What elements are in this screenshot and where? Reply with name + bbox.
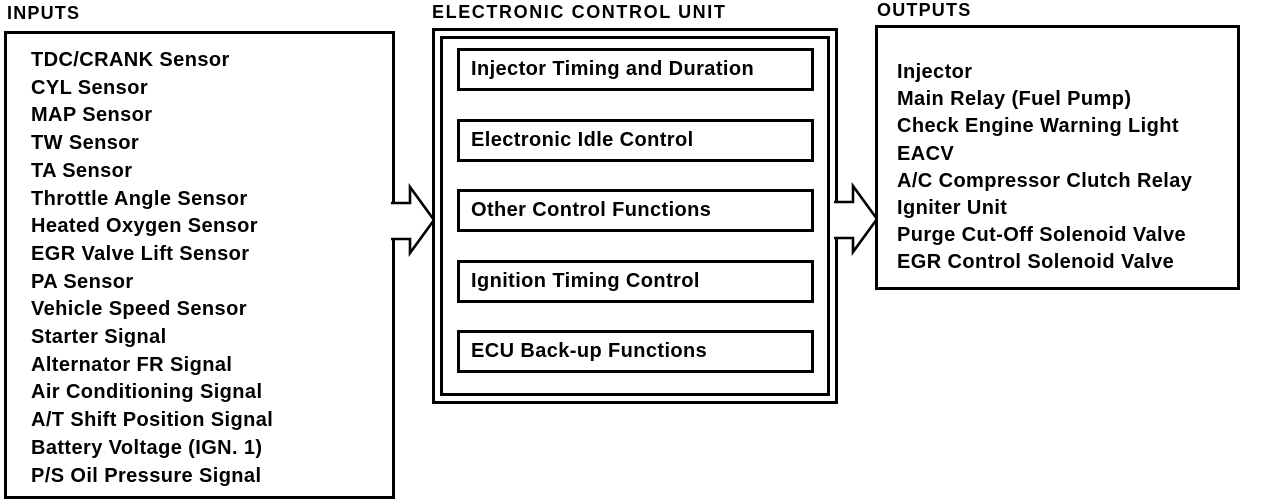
ecu-function-label: Electronic Idle Control <box>471 128 694 151</box>
input-item: Battery Voltage (IGN. 1) <box>31 436 263 459</box>
input-item: TA Sensor <box>31 159 133 182</box>
ecu-function-label: Ignition Timing Control <box>471 269 700 292</box>
input-item: Throttle Angle Sensor <box>31 187 248 210</box>
input-item: Starter Signal <box>31 326 167 349</box>
output-item: EACV <box>897 142 955 165</box>
output-item: Purge Cut-Off Solenoid Valve <box>897 224 1187 247</box>
ecu-function-box: Other Control Functions <box>457 189 814 232</box>
output-item: A/C Compressor Clutch Relay <box>897 169 1193 192</box>
output-item: Main Relay (Fuel Pump) <box>897 88 1132 111</box>
ecu-box: Injector Timing and Duration Electronic … <box>432 28 838 404</box>
flow-arrow-ecu-to-outputs-icon <box>834 182 878 256</box>
outputs-title: OUTPUTS <box>877 0 972 20</box>
output-item: Check Engine Warning Light <box>897 115 1179 138</box>
output-item: Injector <box>897 61 973 83</box>
ecu-function-box: Ignition Timing Control <box>457 259 814 303</box>
ecu-function-box: Electronic Idle Control <box>457 118 814 162</box>
outputs-box: Injector Main Relay (Fuel Pump) Check En… <box>875 25 1240 290</box>
input-item: EGR Valve Lift Sensor <box>31 242 250 265</box>
input-item: Vehicle Speed Sensor <box>31 298 247 321</box>
flow-arrow-inputs-to-ecu-icon <box>391 183 435 257</box>
outputs-list: Injector Main Relay (Fuel Pump) Check En… <box>878 28 1237 277</box>
input-item: TDC/CRANK Sensor <box>31 49 230 71</box>
ecu-function-label: ECU Back-up Functions <box>471 340 708 362</box>
input-item: Heated Oxygen Sensor <box>31 215 258 238</box>
input-item: TW Sensor <box>31 132 140 155</box>
inputs-box: TDC/CRANK Sensor CYL Sensor MAP Sensor T… <box>4 31 395 499</box>
input-item: PA Sensor <box>31 270 134 293</box>
ecu-function-label: Injector Timing and Duration <box>471 58 755 80</box>
input-item: Air Conditioning Signal <box>31 381 263 404</box>
ecu-function-box: Injector Timing and Duration <box>457 48 814 91</box>
ecu-title: ELECTRONIC CONTROL UNIT <box>432 2 727 22</box>
ecu-box-inner-border: Injector Timing and Duration Electronic … <box>440 36 830 396</box>
input-item: Alternator FR Signal <box>31 353 233 376</box>
ecu-function-box: ECU Back-up Functions <box>457 330 814 373</box>
inputs-list: TDC/CRANK Sensor CYL Sensor MAP Sensor T… <box>7 34 392 490</box>
input-item: MAP Sensor <box>31 104 153 127</box>
input-item: P/S Oil Pressure Signal <box>31 464 262 487</box>
output-item: Igniter Unit <box>897 197 1008 220</box>
inputs-title: INPUTS <box>7 3 81 23</box>
ecu-function-label: Other Control Functions <box>471 199 712 221</box>
input-item: CYL Sensor <box>31 76 148 99</box>
output-item: EGR Control Solenoid Valve <box>897 251 1175 274</box>
input-item: A/T Shift Position Signal <box>31 409 274 432</box>
